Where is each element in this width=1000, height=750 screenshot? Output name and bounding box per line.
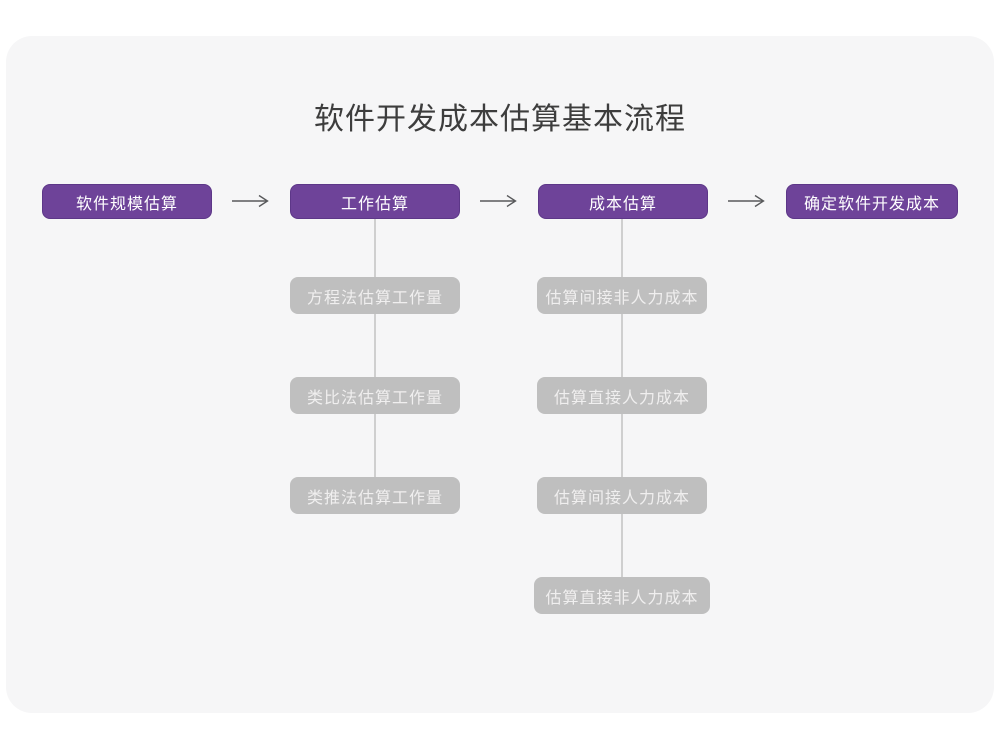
node-work-estimation: 工作估算	[290, 184, 460, 219]
node-equation-method: 方程法估算工作量	[290, 277, 460, 314]
diagram-card	[6, 36, 994, 713]
node-cost-estimation: 成本估算	[538, 184, 708, 219]
node-label: 方程法估算工作量	[306, 287, 443, 307]
node-label: 估算间接人力成本	[553, 487, 690, 507]
node-extrapolation-method: 类推法估算工作量	[290, 477, 460, 514]
node-label: 工作估算	[340, 193, 409, 213]
node-indirect-labor-cost: 估算间接人力成本	[537, 477, 707, 514]
node-label: 估算间接非人力成本	[545, 287, 699, 307]
node-label: 确定软件开发成本	[803, 193, 940, 213]
node-label: 类比法估算工作量	[306, 387, 443, 407]
node-determine-software-dev-cost: 确定软件开发成本	[786, 184, 958, 219]
arrow-right-icon	[232, 194, 269, 208]
node-direct-labor-cost: 估算直接人力成本	[537, 377, 707, 414]
connector-line-work-estimation	[374, 219, 376, 496]
arrow-right-icon	[480, 194, 517, 208]
arrow-right-icon	[728, 194, 765, 208]
node-label: 软件规模估算	[75, 193, 178, 213]
node-direct-nonlabor-cost: 估算直接非人力成本	[534, 577, 710, 614]
node-label: 估算直接非人力成本	[545, 587, 699, 607]
node-software-scale-estimation: 软件规模估算	[42, 184, 212, 219]
node-analogy-method: 类比法估算工作量	[290, 377, 460, 414]
node-label: 估算直接人力成本	[553, 387, 690, 407]
node-label: 成本估算	[588, 193, 657, 213]
node-indirect-nonlabor-cost: 估算间接非人力成本	[537, 277, 707, 314]
node-label: 类推法估算工作量	[306, 487, 443, 507]
diagram-title: 软件开发成本估算基本流程	[314, 102, 686, 137]
